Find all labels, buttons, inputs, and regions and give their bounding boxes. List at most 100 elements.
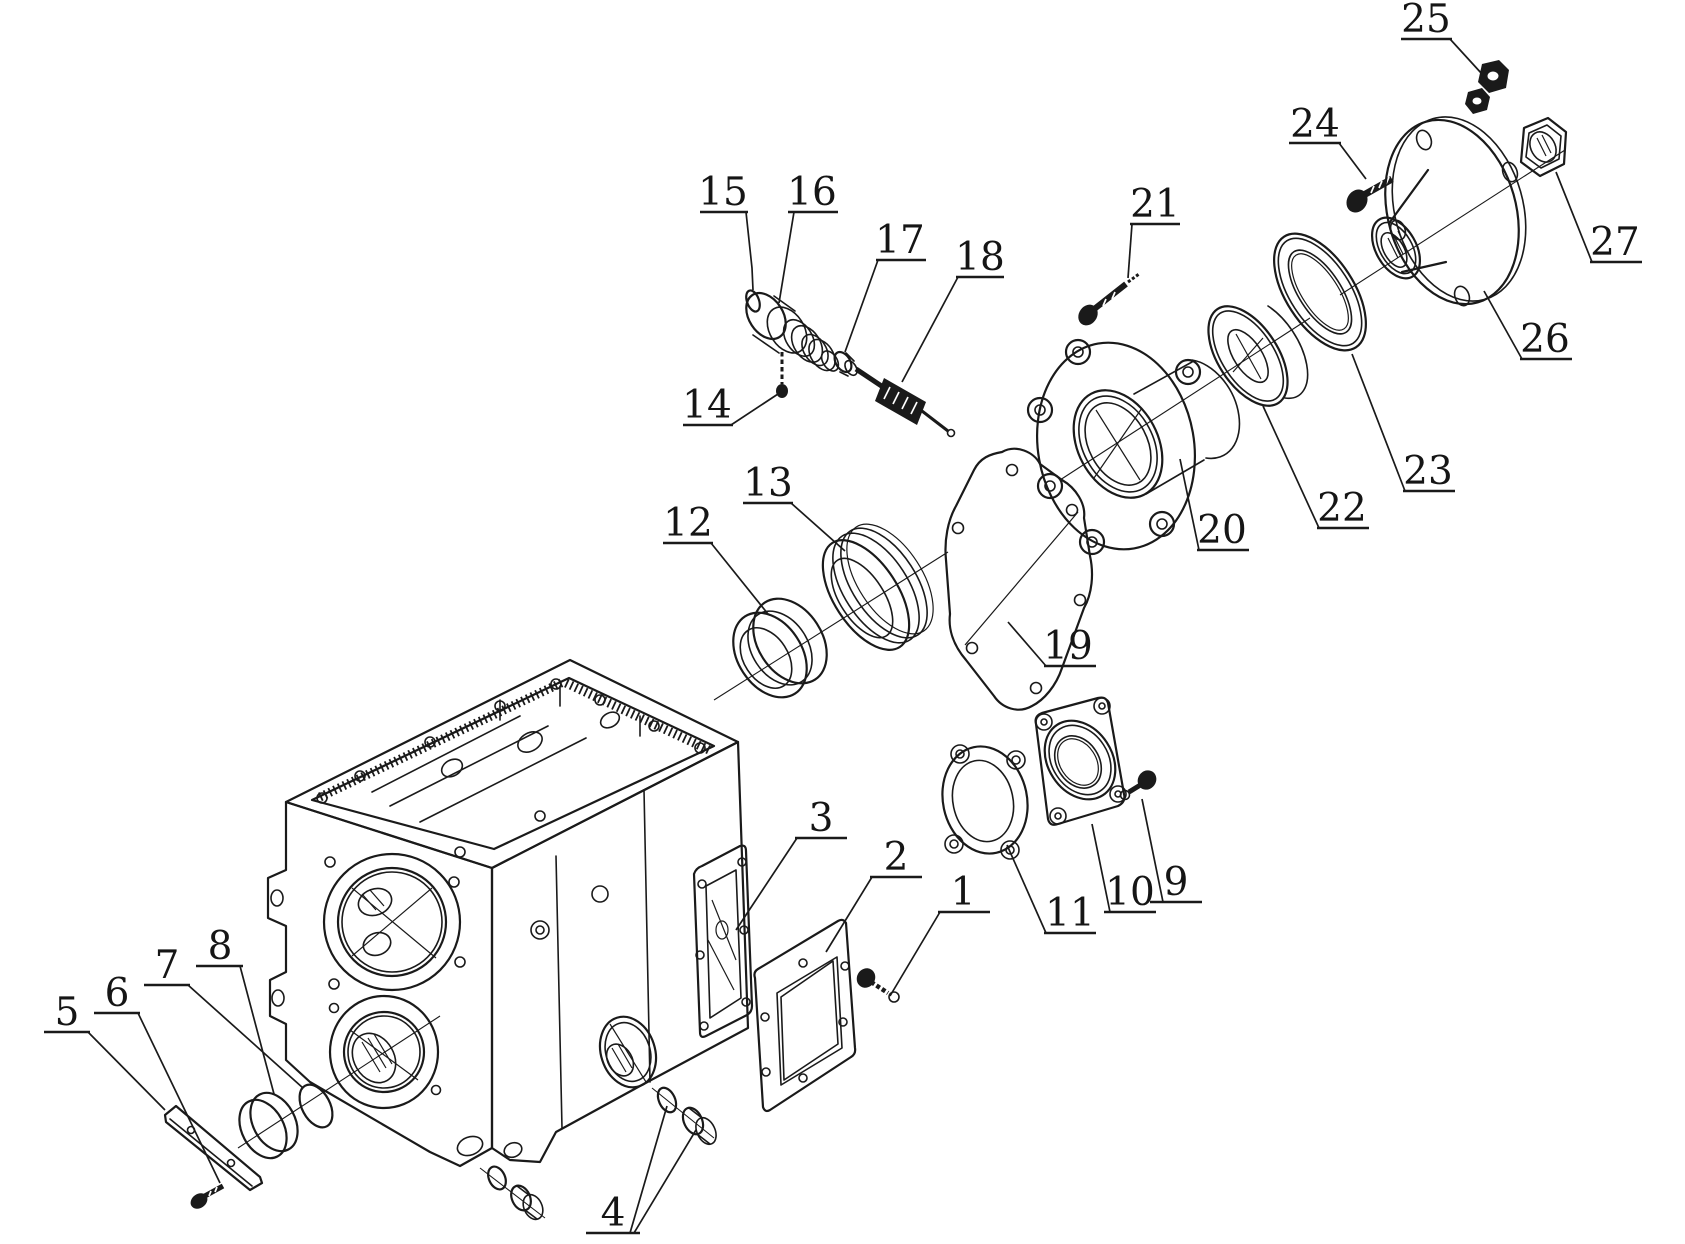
callout-number: 24 [1290, 102, 1340, 147]
callout-3: 3 [735, 796, 847, 931]
part-19-gasket [944, 447, 1094, 711]
part-4-plug-and-washer [487, 1086, 717, 1221]
callout-number: 5 [55, 990, 80, 1035]
callout-number: 7 [155, 943, 180, 988]
part-14-screw [776, 352, 788, 398]
part-9-bolt [1119, 770, 1157, 801]
callout-16: 16 [778, 170, 838, 304]
part-26-output-flange [1370, 116, 1527, 307]
main-housing [266, 658, 754, 1168]
callout-number: 8 [208, 924, 233, 969]
callout-leader-line [710, 542, 769, 615]
callout-1: 1 [889, 870, 990, 997]
callout-leader-line [844, 259, 879, 353]
callout-number: 14 [682, 383, 732, 428]
callout-number: 9 [1164, 860, 1189, 905]
callout-number: 3 [809, 796, 834, 841]
callout-leader-line [790, 502, 846, 552]
part-11-gasket [941, 744, 1029, 860]
callout-leader-line [889, 911, 941, 997]
callout-number: 26 [1520, 317, 1570, 362]
callout-leader-line [1091, 823, 1111, 913]
callout-number: 27 [1590, 220, 1640, 265]
part-22-bearing [1207, 305, 1309, 407]
callout-10: 10 [1091, 823, 1156, 915]
callout-leader-line [825, 876, 873, 953]
callout-leader-line [1006, 844, 1047, 934]
callout-number: 1 [951, 870, 976, 915]
callout-leader-line [778, 211, 795, 304]
callout-6: 6 [94, 971, 221, 1184]
callout-leader-line [1141, 798, 1164, 903]
callout-leader-line [730, 393, 779, 426]
callout-leader-line [1007, 621, 1047, 667]
callout-2: 2 [825, 835, 922, 953]
callout-number: 16 [787, 170, 837, 215]
callout-leader-line [1351, 353, 1406, 492]
part-18-worm-shaft [854, 366, 956, 438]
callout-leader-line [1483, 290, 1523, 360]
callout-number: 6 [105, 971, 130, 1016]
callout-number: 11 [1045, 891, 1095, 936]
callout-24: 24 [1289, 102, 1367, 180]
callout-leader-line [629, 1105, 668, 1234]
callout-27: 27 [1555, 171, 1642, 265]
callout-22: 22 [1262, 405, 1369, 531]
callout-20: 20 [1179, 458, 1249, 553]
callout-leader-line [1262, 405, 1320, 529]
callout-26: 26 [1483, 290, 1572, 362]
callout-25: 25 [1401, 0, 1483, 75]
callout-leader-line [1338, 142, 1367, 180]
callout-number: 15 [698, 170, 748, 215]
part-13-bearing-cup [821, 523, 934, 651]
callout-4: 4 [586, 1105, 697, 1236]
callout-leader-line [633, 1129, 697, 1234]
callout-8: 8 [196, 924, 275, 1095]
callout-17: 17 [844, 218, 926, 353]
callout-9: 9 [1141, 798, 1202, 905]
part-25-nuts [1465, 60, 1509, 114]
callout-number: 20 [1197, 508, 1247, 553]
part-21-bolt [1078, 272, 1140, 326]
part-20-bearing-housing [1026, 338, 1241, 556]
callout-leader-line [87, 1031, 166, 1111]
part-8-cap-plug [238, 1091, 299, 1160]
part-2-side-cover-plate [753, 918, 857, 1113]
callout-number: 4 [601, 1191, 626, 1236]
callout-leader-line [187, 984, 304, 1089]
callout-21: 21 [1127, 182, 1180, 279]
part-1-bolt [856, 968, 900, 1003]
callout-leader-line [137, 1012, 221, 1184]
part-7-o-ring [298, 1083, 334, 1129]
callout-number: 21 [1130, 182, 1180, 227]
part-23-oil-seal [1273, 232, 1367, 352]
callout-23: 23 [1351, 353, 1455, 494]
callout-number: 2 [884, 835, 909, 880]
callout-leader-line [1127, 223, 1133, 279]
part-12-plug-cap [732, 597, 828, 699]
callout-number: 22 [1317, 486, 1367, 531]
callout-leader-line [1555, 171, 1593, 263]
part-17-washer-cone [833, 350, 858, 377]
part-10-bearing-cover [1034, 696, 1127, 826]
part-5-lock-strip [163, 1104, 264, 1192]
callout-12: 12 [663, 501, 769, 615]
callout-leader-line [901, 276, 959, 383]
callout-leader-line [1449, 38, 1483, 75]
callout-number: 17 [875, 218, 925, 263]
callout-15: 15 [698, 170, 754, 291]
callout-7: 7 [144, 943, 304, 1089]
callout-number: 18 [955, 235, 1005, 280]
callout-number: 25 [1401, 0, 1451, 42]
callout-5: 5 [44, 990, 166, 1111]
callout-11: 11 [1006, 844, 1096, 936]
callout-13: 13 [743, 461, 846, 552]
callout-number: 10 [1105, 870, 1155, 915]
callout-19: 19 [1007, 621, 1096, 669]
callout-leader-line [239, 965, 275, 1095]
callout-leader-line [735, 837, 798, 931]
callout-14: 14 [682, 383, 779, 428]
